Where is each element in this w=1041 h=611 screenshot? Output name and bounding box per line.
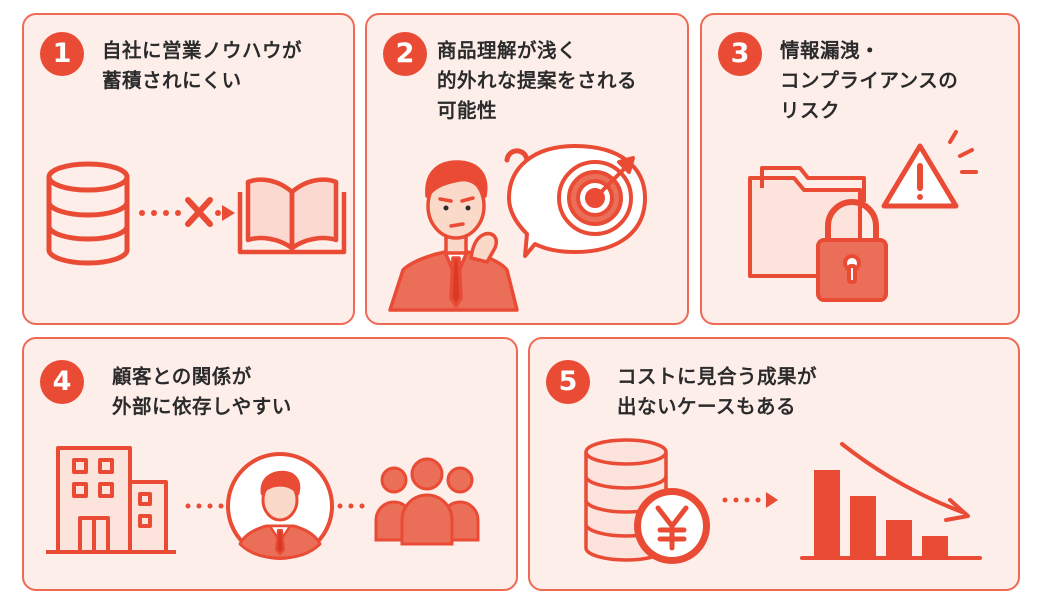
card-2-title-line-3: 可能性 [437, 99, 498, 122]
card-5-title-line-1: コストに見合う成果が [617, 365, 818, 388]
right-dotted-line [337, 503, 365, 509]
card-3-title-line-1: 情報漏洩・ [780, 39, 881, 62]
card-5-title-line-2: 出ないケースもある [617, 395, 797, 418]
declining-bar-chart-icon [800, 442, 982, 560]
card-3-number-badge: 3 [718, 32, 762, 76]
card-4-title-line-1: 顧客との関係が [112, 365, 252, 388]
dotted-arrow-icon [139, 205, 235, 221]
card-2-number-badge: 2 [383, 32, 427, 76]
card-3-illustration [748, 130, 978, 302]
card-2-illustration [388, 144, 647, 312]
people-group-icon [374, 457, 480, 546]
card-4-illustration [46, 446, 480, 560]
dotted-arrow-icon [722, 492, 778, 508]
card-2-title-line-1: 商品理解が浅く [437, 39, 578, 62]
warning-icon [881, 130, 978, 209]
card-4-number-badge: 4 [40, 360, 84, 404]
card-3-title: 情報漏洩・ コンプライアンスの リスク [780, 36, 958, 126]
card-2-title: 商品理解が浅く 的外れな提案をされる 可能性 [437, 36, 637, 126]
yen-coin-icon [634, 488, 710, 564]
card-1-title: 自社に営業ノウハウが 蓄積されにくい [102, 36, 302, 96]
left-dotted-line [185, 503, 224, 509]
card-5-title: コストに見合う成果が 出ないケースもある [617, 362, 817, 422]
card-4-title-line-2: 外部に依存しやすい [112, 395, 292, 418]
target-speech-bubble-icon [507, 144, 647, 258]
card-2-title-line-2: 的外れな提案をされる [437, 69, 638, 92]
card-5-number-badge: 5 [546, 360, 590, 404]
padlock-icon [816, 199, 888, 302]
card-4-title: 顧客との関係が 外部に依存しやすい [112, 362, 292, 422]
card-1-title-line-2: 蓄積されにくい [102, 69, 242, 92]
office-building-icon [46, 446, 176, 554]
cross-icon [185, 197, 213, 227]
businessman-avatar-icon [226, 452, 334, 560]
card-5-illustration [584, 438, 982, 564]
confused-businessman-icon [388, 160, 519, 312]
card-1-title-line-1: 自社に営業ノウハウが [102, 39, 303, 62]
card-3-title-line-3: リスク [780, 99, 841, 122]
card-3-title-line-2: コンプライアンスの [780, 69, 959, 92]
card-1-number-badge: 1 [40, 32, 84, 76]
database-icon [46, 161, 130, 266]
card-1-illustration [46, 161, 347, 266]
open-book-icon [237, 177, 347, 255]
